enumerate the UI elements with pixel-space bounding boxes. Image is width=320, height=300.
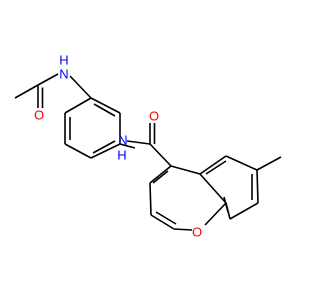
- bond-oxepine-2: [149, 182, 152, 216]
- acetamide-hydrogen-symbol: H: [59, 53, 68, 68]
- bond-phenyl-inner-1: [93, 103, 116, 117]
- ring-oxygen-symbol: O: [192, 225, 202, 240]
- bond-benzo-1: [199, 155, 227, 175]
- bond-oxepine-3: [150, 214, 175, 230]
- bond-oxepine-3-inner: [155, 211, 177, 225]
- bond-benzo-inner-1: [205, 160, 227, 175]
- bond-benzo-4: [229, 202, 259, 220]
- bond-methyl-acetyl-carbon: [14, 84, 39, 99]
- bond-benzo-inner-3: [223, 196, 229, 213]
- bond-oxepine-5: [204, 202, 227, 226]
- bond-oxepine-1-inner: [152, 170, 169, 184]
- bond-phenyl-6: [64, 97, 92, 114]
- molecule-structure-diagram: N H O N H O O: [14, 53, 282, 240]
- bond-oxepine-1: [149, 165, 172, 184]
- bond-phenyl-amide-nitrogen: [119, 143, 136, 149]
- bond-oxepine-6: [199, 173, 227, 204]
- amide-nitrogen-symbol: N: [118, 133, 127, 148]
- carbonyl-oxygen-symbol: O: [149, 109, 159, 124]
- bond-phenyl-3: [90, 143, 121, 159]
- bonds: [14, 73, 282, 231]
- bond-oxepine-4: [173, 228, 193, 231]
- bond-benzo-2: [225, 155, 258, 171]
- bond-nitrogen-phenyl: [69, 75, 92, 99]
- bond-oxepine-7: [170, 165, 201, 175]
- acetamide-nh-label: N H: [59, 53, 68, 82]
- atom-labels: N H O N H O O: [34, 53, 202, 240]
- acetamide-nitrogen-symbol: N: [59, 67, 68, 82]
- bond-acetyl-carbon-nitrogen: [37, 73, 59, 86]
- bond-carbonyl-ring: [149, 143, 172, 167]
- bond-amide-nitrogen-carbon: [126, 140, 151, 145]
- acetyl-oxygen-symbol: O: [34, 108, 44, 123]
- bond-phenyl-4: [64, 143, 92, 159]
- amide-nh-label: N H: [117, 133, 127, 163]
- bond-phenyl-1: [90, 97, 121, 114]
- bond-benzo-3: [256, 169, 259, 204]
- bond-benzo-methyl: [256, 156, 282, 171]
- amide-hydrogen-symbol: H: [117, 148, 126, 163]
- bond-phenyl-inner-2: [92, 140, 116, 154]
